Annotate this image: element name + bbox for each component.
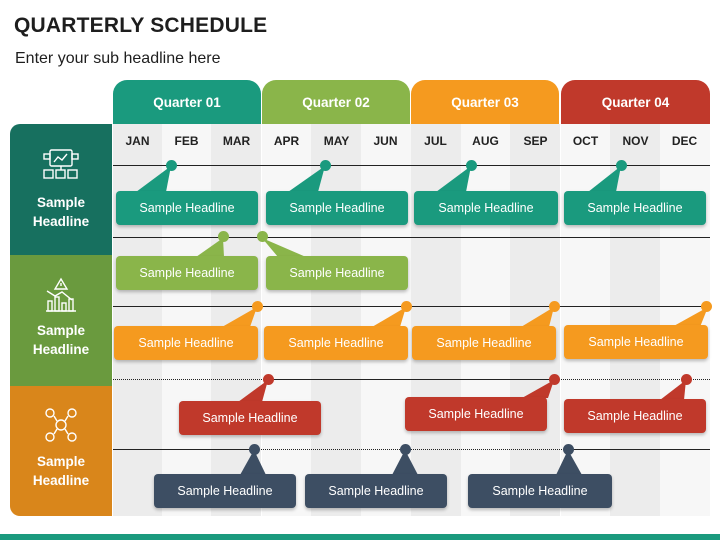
month-label: JUL — [424, 134, 447, 148]
milestone-dot — [549, 301, 560, 312]
callout-box: Sample Headline — [564, 325, 708, 359]
month-label: OCT — [572, 134, 599, 148]
callout-tail — [436, 166, 471, 192]
callout-box: Sample Headline — [405, 397, 547, 431]
callout-box: Sample Headline — [266, 191, 408, 225]
row-label-line: Headline — [32, 214, 90, 229]
milestone-dot — [401, 301, 412, 312]
month-band — [162, 124, 211, 516]
callout-tail — [262, 238, 306, 257]
callout-box: Sample Headline — [305, 474, 447, 508]
month-label: DEC — [671, 134, 698, 148]
callout-tail — [672, 307, 708, 327]
milestone-dot — [400, 444, 411, 455]
milestone-dot — [252, 301, 263, 312]
month-label: AUG — [472, 134, 499, 148]
month-label: SEP — [523, 134, 548, 148]
callout-box: Sample Headline — [564, 191, 706, 225]
row-label-1: Sample Headline — [10, 193, 112, 231]
row-panel-3: Sample Headline — [10, 386, 112, 516]
callout-box: Sample Headline — [114, 326, 258, 360]
callout-tail — [240, 450, 266, 475]
milestone-dot — [320, 160, 331, 171]
month-band — [311, 124, 361, 516]
row-label-line: Sample — [36, 195, 86, 210]
team-network-icon — [45, 408, 77, 442]
month-label: FEB — [174, 134, 199, 148]
callout-tail — [588, 166, 621, 192]
quarter-tab-1: Quarter 01 — [113, 80, 261, 124]
milestone-dot — [549, 374, 560, 385]
row-label-3: Sample Headline — [10, 452, 112, 490]
quarter-tab-2: Quarter 02 — [262, 80, 410, 124]
month-label: MAR — [222, 134, 251, 148]
timeline-line — [554, 379, 710, 380]
timeline-line — [568, 449, 710, 450]
callout-tail — [522, 380, 554, 398]
timeline-line — [113, 379, 268, 380]
callout-box: Sample Headline — [564, 399, 706, 433]
timeline-line — [254, 449, 568, 450]
finance-chart-icon — [46, 277, 76, 312]
callout-tail — [556, 450, 582, 475]
bottom-accent-bar — [0, 534, 720, 540]
month-label: JAN — [125, 134, 150, 148]
milestone-dot — [249, 444, 260, 455]
milestone-dot — [263, 374, 274, 385]
month-band — [461, 124, 510, 516]
timeline-line — [113, 237, 710, 238]
month-label: JUN — [373, 134, 398, 148]
callout-tail — [521, 307, 554, 327]
row-label-line: Sample — [36, 323, 86, 338]
timeline-line — [113, 165, 710, 166]
milestone-dot — [466, 160, 477, 171]
milestone-dot — [701, 301, 712, 312]
page-title: QUARTERLY SCHEDULE — [14, 14, 268, 37]
callout-tail — [372, 307, 406, 327]
page-subtitle: Enter your sub headline here — [15, 50, 221, 67]
callout-tail — [222, 307, 257, 327]
row-label-line: Headline — [32, 473, 90, 488]
timeline-line — [268, 379, 554, 380]
month-label: APR — [273, 134, 300, 148]
row-label-2: Sample Headline — [10, 321, 112, 359]
callout-box: Sample Headline — [264, 326, 408, 360]
milestone-dot — [563, 444, 574, 455]
month-label: MAY — [323, 134, 350, 148]
row-label-line: Headline — [32, 342, 90, 357]
callout-box: Sample Headline — [266, 256, 408, 290]
callout-tail — [392, 450, 418, 475]
callout-tail — [660, 380, 686, 400]
row-panel-2: Sample Headline — [10, 255, 112, 386]
milestone-dot — [218, 231, 229, 242]
milestone-dot — [681, 374, 692, 385]
callout-tail — [288, 166, 325, 192]
callout-box: Sample Headline — [179, 401, 321, 435]
callout-box: Sample Headline — [468, 474, 612, 508]
timeline-line — [113, 449, 254, 450]
callout-box: Sample Headline — [154, 474, 296, 508]
quarter-tab-3: Quarter 03 — [411, 80, 559, 124]
milestone-dot — [257, 231, 268, 242]
quarter-tab-4: Quarter 04 — [561, 80, 710, 124]
callout-box: Sample Headline — [412, 326, 556, 360]
month-band — [610, 124, 660, 516]
callout-box: Sample Headline — [116, 191, 258, 225]
row-label-line: Sample — [36, 454, 86, 469]
callout-tail — [136, 166, 171, 192]
callout-tail — [238, 380, 268, 402]
month-label: NOV — [622, 134, 649, 148]
callout-box: Sample Headline — [116, 256, 258, 290]
milestone-dot — [166, 160, 177, 171]
dashboard-icon — [43, 149, 79, 179]
callout-tail — [196, 238, 224, 257]
milestone-dot — [616, 160, 627, 171]
row-panel-1: Sample Headline — [10, 124, 112, 255]
callout-box: Sample Headline — [414, 191, 558, 225]
